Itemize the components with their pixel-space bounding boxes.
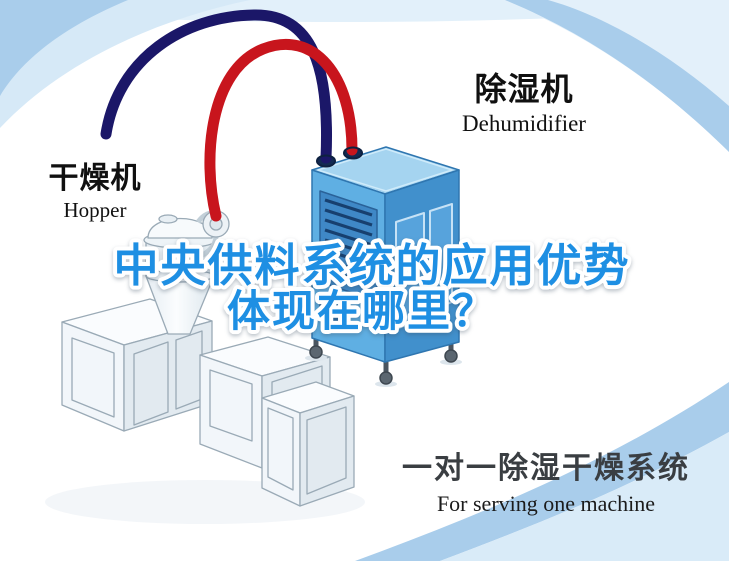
navy-pipe xyxy=(100,9,333,164)
machine-panel xyxy=(71,337,115,418)
pipe-socket-rim xyxy=(343,146,363,160)
machine-panel xyxy=(209,369,253,442)
bg-swoosh-bottom-right-light xyxy=(440,432,729,561)
machine-panel xyxy=(267,407,294,491)
title-line-1: 中央供料系统的应用优势 xyxy=(113,240,630,291)
hopper-flange-bottom xyxy=(145,269,215,283)
machine-panel xyxy=(133,341,169,426)
dehumidifier-top-rim xyxy=(317,148,453,192)
hopper-unit xyxy=(143,210,230,335)
caption-zh: 一对一除湿干燥系统 xyxy=(402,452,690,485)
dehumidifier-door xyxy=(395,212,425,330)
caster-wheel xyxy=(444,349,458,363)
caster-wheel xyxy=(379,371,393,385)
dehumidifier-lower-grill xyxy=(319,295,345,327)
vent-slats xyxy=(324,198,373,287)
machine-right-side xyxy=(299,395,355,507)
pipe-socket-rim xyxy=(316,154,336,168)
dehumidifier-label: 除湿机 Dehumidifier xyxy=(436,71,612,138)
caster-wheel xyxy=(309,345,323,359)
pipes xyxy=(100,9,363,222)
title-line-2: 体现在哪里？ xyxy=(227,288,497,336)
hopper-label: 干燥机 Hopper xyxy=(30,162,160,223)
caption-en: For serving one machine xyxy=(436,491,656,516)
caption: 一对一除湿干燥系统 For serving one machine xyxy=(398,452,694,517)
extruder-machine xyxy=(45,298,365,524)
bg-swoosh-top-right-light xyxy=(500,0,729,150)
bg-swoosh-top-left xyxy=(0,0,128,96)
red-pipe xyxy=(204,38,358,222)
bg-swoosh-top-right-band xyxy=(505,0,729,152)
dehumidifier-door xyxy=(429,203,453,312)
hopper-label-zh: 干燥机 xyxy=(48,162,142,195)
hopper-return-pipe xyxy=(199,236,219,259)
dehumidifier-label-en: Dehumidifier xyxy=(462,111,586,137)
machine-panel xyxy=(306,406,347,495)
hopper-dome-cap xyxy=(158,214,178,224)
headline: 中央供料系统的应用优势 体现在哪里？ xyxy=(109,236,632,340)
hopper-label-en: Hopper xyxy=(63,198,127,222)
dehumidifier-label-zh: 除湿机 xyxy=(474,71,574,107)
dehumidifier-unit xyxy=(305,146,462,387)
